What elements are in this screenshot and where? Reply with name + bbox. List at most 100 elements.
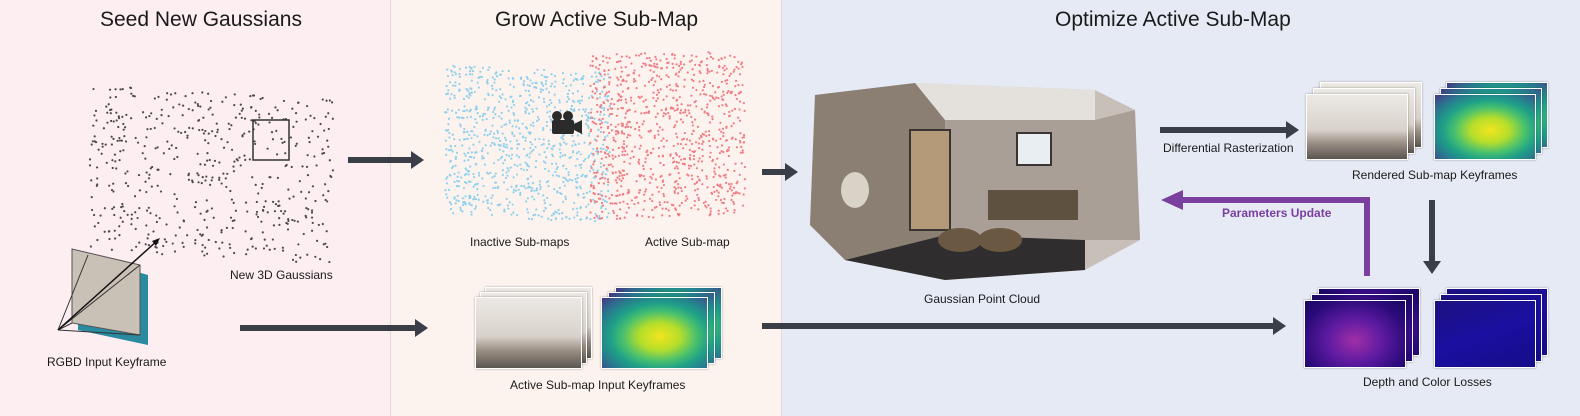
point-dot xyxy=(722,73,725,76)
point-dot xyxy=(574,143,577,146)
point-dot xyxy=(327,127,330,131)
point-dot xyxy=(697,208,700,211)
point-dot xyxy=(458,75,462,79)
point-dot xyxy=(243,132,246,135)
point-dot xyxy=(200,182,203,185)
point-dot xyxy=(559,151,562,155)
point-dot xyxy=(510,95,513,98)
point-dot xyxy=(681,138,684,141)
point-dot xyxy=(536,68,539,71)
point-dot xyxy=(478,174,481,177)
point-dot xyxy=(173,193,176,196)
point-dot xyxy=(600,103,603,107)
point-dot xyxy=(234,209,237,212)
point-dot xyxy=(515,125,518,128)
point-dot xyxy=(227,122,230,125)
point-dot xyxy=(594,86,597,90)
point-dot xyxy=(261,182,264,186)
point-dot xyxy=(668,83,671,87)
arrow-rasterization xyxy=(1160,121,1299,139)
point-dot xyxy=(108,184,111,187)
point-dot xyxy=(175,197,179,201)
point-dot xyxy=(593,220,597,223)
point-dot xyxy=(676,212,679,216)
point-dot xyxy=(681,66,684,69)
point-dot xyxy=(215,122,218,125)
point-dot xyxy=(193,205,197,209)
point-dot xyxy=(310,216,314,219)
point-dot xyxy=(176,155,179,159)
point-dot xyxy=(449,174,452,177)
point-dot xyxy=(147,206,150,209)
point-dot xyxy=(691,124,694,127)
point-dot xyxy=(483,112,487,115)
point-dot xyxy=(295,260,298,263)
point-dot xyxy=(708,81,712,85)
point-dot xyxy=(706,69,709,72)
point-dot xyxy=(701,169,704,172)
point-dot xyxy=(675,208,678,211)
point-dot xyxy=(542,84,545,87)
point-dot xyxy=(643,178,646,181)
point-dot xyxy=(568,217,571,220)
point-dot xyxy=(637,160,640,164)
point-dot xyxy=(504,145,507,148)
point-dot xyxy=(619,171,622,174)
point-dot xyxy=(719,137,722,140)
point-dot xyxy=(587,156,590,159)
point-dot xyxy=(103,230,106,233)
point-dot xyxy=(328,99,331,102)
point-dot xyxy=(697,196,700,200)
point-dot xyxy=(280,209,283,213)
point-dot xyxy=(731,109,734,112)
point-dot xyxy=(592,184,595,188)
point-dot xyxy=(652,91,655,94)
point-dot xyxy=(612,136,615,139)
point-dot xyxy=(576,176,579,179)
point-dot xyxy=(559,144,562,147)
point-dot xyxy=(648,197,652,200)
point-dot xyxy=(629,157,632,160)
point-dot xyxy=(675,132,678,135)
point-dot xyxy=(738,173,741,176)
point-dot xyxy=(108,237,111,241)
point-dot xyxy=(706,67,709,71)
point-dot xyxy=(524,111,527,115)
point-dot xyxy=(524,89,527,92)
point-dot xyxy=(545,105,548,108)
point-dot xyxy=(545,156,548,159)
point-dot xyxy=(150,185,153,188)
point-dot xyxy=(498,144,501,147)
point-dot xyxy=(597,150,600,153)
point-dot xyxy=(603,138,606,141)
point-dot xyxy=(620,179,623,182)
point-dot xyxy=(623,153,626,157)
point-dot xyxy=(493,106,497,109)
point-dot xyxy=(603,107,606,110)
point-dot xyxy=(93,114,96,117)
point-dot xyxy=(454,144,457,148)
point-dot xyxy=(210,207,214,210)
point-dot xyxy=(90,208,94,212)
point-dot xyxy=(706,72,709,75)
point-dot xyxy=(639,189,642,192)
point-dot xyxy=(599,147,603,150)
point-dot xyxy=(608,155,611,158)
point-dot xyxy=(173,205,176,208)
point-dot xyxy=(537,96,540,99)
point-dot xyxy=(458,138,461,142)
point-dot xyxy=(470,151,473,154)
point-dot xyxy=(620,185,623,188)
point-dot xyxy=(695,180,699,184)
point-dot xyxy=(191,92,194,95)
point-dot xyxy=(656,186,659,189)
point-dot xyxy=(722,135,725,138)
point-dot xyxy=(153,126,156,130)
point-dot xyxy=(260,220,263,223)
ottoman xyxy=(938,228,982,252)
point-dot xyxy=(730,124,733,128)
point-dot xyxy=(306,104,309,108)
point-dot xyxy=(321,222,324,226)
point-dot xyxy=(691,68,694,71)
point-dot xyxy=(457,180,461,183)
